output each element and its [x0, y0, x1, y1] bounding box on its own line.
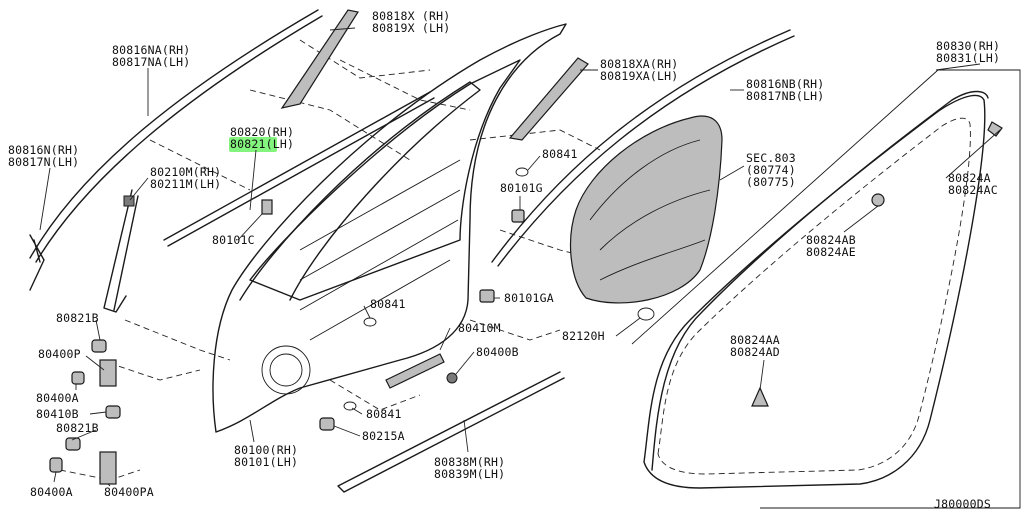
assembly-guide-lines	[59, 39, 601, 481]
label-80820: 80820(RH)	[230, 125, 294, 139]
label-sec803: SEC.803	[746, 151, 796, 165]
label-80821b-2: 80821B	[56, 421, 99, 435]
label-80841-b: 80841	[370, 297, 406, 311]
label-80841-a: 80841	[542, 147, 578, 161]
door-inner-frame	[239, 81, 481, 301]
weatherstrip-inner	[657, 117, 971, 475]
label-80819xa: 80819XA(LH)	[600, 69, 678, 83]
label-80101ga: 80101GA	[504, 291, 554, 305]
plug-80841-b	[363, 317, 377, 327]
label-sec80774: (80774)	[746, 163, 796, 177]
sash-clip	[123, 195, 135, 207]
label-80824ab: 80824AB	[806, 233, 856, 247]
label-sec80775: (80775)	[746, 175, 796, 189]
sealing-screen-detail	[589, 139, 711, 281]
clip-80101ga	[479, 289, 495, 303]
weatherstrip-outer-edge	[651, 90, 989, 471]
label-80821b-1: 80821B	[56, 311, 99, 325]
label-80400a-2: 80400A	[30, 485, 73, 499]
label-80830: 80830(RH)	[936, 39, 1000, 53]
label-80400p: 80400P	[38, 347, 81, 361]
label-80400b: 80400B	[476, 345, 519, 359]
trim-80818xa	[508, 57, 589, 141]
label-80100: 80100(RH)	[234, 443, 298, 457]
label-80101g: 80101G	[500, 181, 543, 195]
trim-80818x	[280, 9, 359, 109]
moulding-80816n	[29, 234, 45, 291]
moulding-80816nb	[491, 29, 795, 267]
check-link-80410m	[385, 353, 445, 389]
moulding-80838m	[337, 371, 565, 493]
label-80824a: 80824A	[948, 171, 991, 185]
sealing-screen-803	[569, 115, 723, 304]
label-80841-c: 80841	[366, 407, 402, 421]
label-80101c: 80101C	[212, 233, 255, 247]
plug-80841-c	[343, 401, 357, 411]
label-80210m: 80210M(RH)	[150, 165, 221, 179]
label-80839m: 80839M(LH)	[434, 467, 505, 481]
door-shell-80100	[212, 23, 567, 433]
plug-80841-a	[515, 167, 529, 177]
label-80821: 80821(LH)	[230, 137, 294, 151]
clip-80824a	[987, 121, 1003, 137]
weatherstrip-80830	[643, 94, 986, 489]
label-80410m: 80410M	[458, 321, 501, 335]
label-80816nb: 80816NB(RH)	[746, 77, 824, 91]
label-80400pa: 80400PA	[104, 485, 154, 499]
label-80838m: 80838M(RH)	[434, 455, 505, 469]
plug-82120h	[637, 307, 655, 321]
label-80400a-1: 80400A	[36, 391, 79, 405]
label-80817na: 80817NA(LH)	[112, 55, 190, 69]
label-80410b: 80410B	[36, 407, 79, 421]
sash-80210m	[103, 189, 139, 313]
label-80824ae: 80824AE	[806, 245, 856, 259]
highlight-80821	[229, 137, 277, 152]
clip-80101g	[511, 209, 525, 223]
label-80816n: 80816N(RH)	[8, 143, 79, 157]
check-link-bolt	[446, 372, 458, 384]
label-80817nb: 80817NB(LH)	[746, 89, 824, 103]
door-inner-lines	[299, 159, 461, 341]
label-80211m: 80211M(LH)	[150, 177, 221, 191]
leader-lines	[39, 27, 1001, 487]
label-80101: 80101(LH)	[234, 455, 298, 469]
label-80819x: 80819X (LH)	[372, 21, 450, 35]
label-80824ac: 80824AC	[948, 183, 998, 197]
clip-80824aa	[751, 386, 769, 407]
label-80824aa: 80824AA	[730, 333, 780, 347]
label-80818x: 80818X (RH)	[372, 9, 450, 23]
clip-80824ab	[871, 193, 885, 207]
label-80215a: 80215A	[362, 429, 405, 443]
speaker-hole	[261, 345, 311, 395]
diagram-code: J80000DS	[934, 497, 991, 511]
weatherstrip-frame	[631, 69, 1021, 509]
moulding-80816na	[29, 9, 323, 263]
hinge-parts	[49, 339, 335, 485]
label-80824ad: 80824AD	[730, 345, 780, 359]
label-82120h: 82120H	[562, 329, 605, 343]
label-80818xa: 80818XA(RH)	[600, 57, 678, 71]
speaker-hole-inner	[269, 353, 303, 387]
label-80831: 80831(LH)	[936, 51, 1000, 65]
door-window-opening	[249, 59, 521, 301]
label-80817n: 80817N(LH)	[8, 155, 79, 169]
clip-80101c	[261, 199, 273, 215]
label-80816na: 80816NA(RH)	[112, 43, 190, 57]
